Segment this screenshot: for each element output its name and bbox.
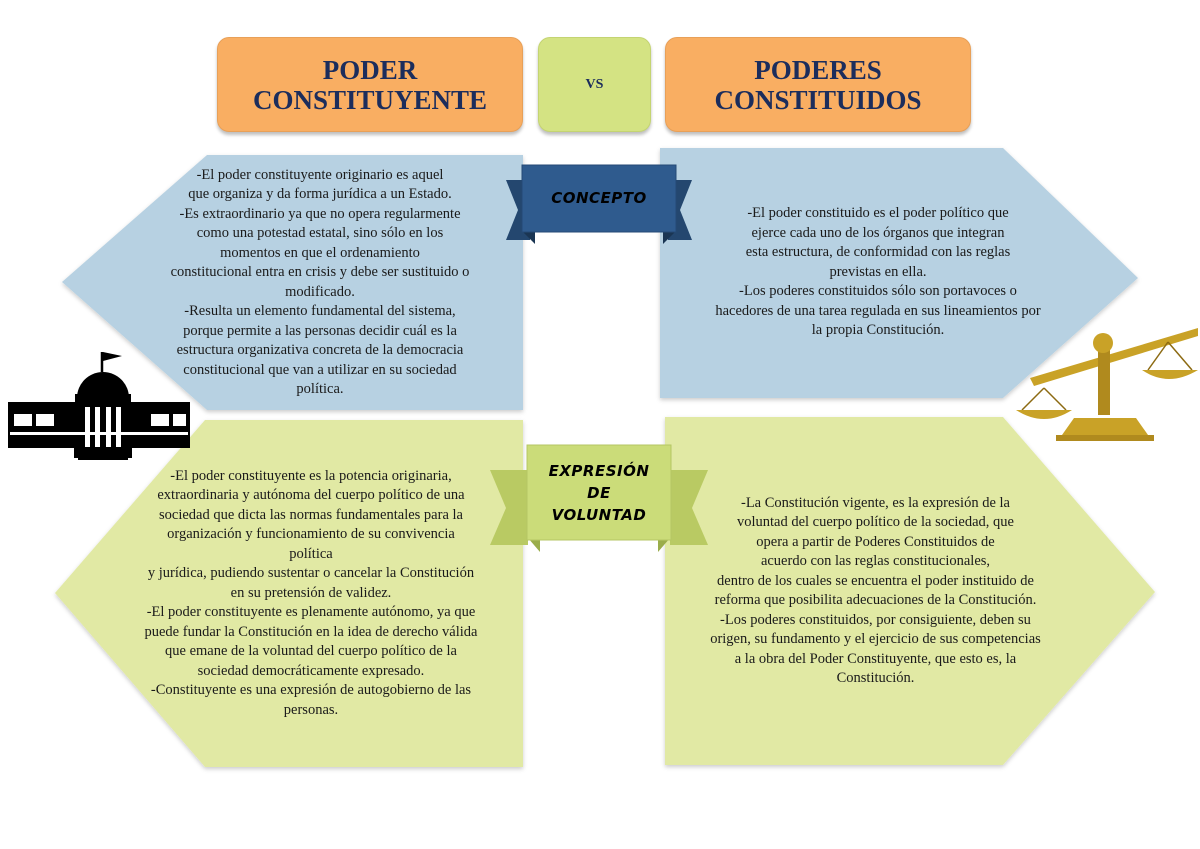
expression-constituidos-text: -La Constitución vigente, es la expresió… xyxy=(710,494,1041,687)
expression-right-panel xyxy=(665,417,1155,765)
expresion-de-voluntad-label: EXPRESIÓN DE VOLUNTAD xyxy=(548,462,650,524)
concept-constituidos-text: -El poder constituido es el poder políti… xyxy=(715,205,1041,339)
government-building-icon xyxy=(8,352,190,460)
concept-left-text-area: -El poder constituyente originario es aq… xyxy=(120,160,520,405)
poder-constituyente-title: PODER CONSTITUYENTE xyxy=(217,37,523,132)
expresion-ribbon xyxy=(490,444,708,552)
expression-left-text-area: -El poder constituyente es la potencia o… xyxy=(100,425,522,762)
concept-left-panel xyxy=(62,155,523,410)
concept-constituyente-text: -El poder constituyente originario es aq… xyxy=(170,166,470,398)
concepto-ribbon xyxy=(506,164,692,244)
expression-right-text-area: -La Constitución vigente, es la expresió… xyxy=(668,422,1083,760)
concept-right-text-area: -El poder constituido es el poder políti… xyxy=(668,155,1088,390)
scales-of-justice-icon xyxy=(1016,328,1198,441)
expression-constituyente-text: -El poder constituyente es la potencia o… xyxy=(144,467,478,718)
concepto-label: CONCEPTO xyxy=(551,189,647,207)
expression-left-panel xyxy=(55,420,523,767)
concept-right-panel xyxy=(660,148,1138,398)
poderes-constituidos-title: PODERES CONSTITUIDOS xyxy=(665,37,971,132)
vs-label: VS xyxy=(538,37,651,132)
